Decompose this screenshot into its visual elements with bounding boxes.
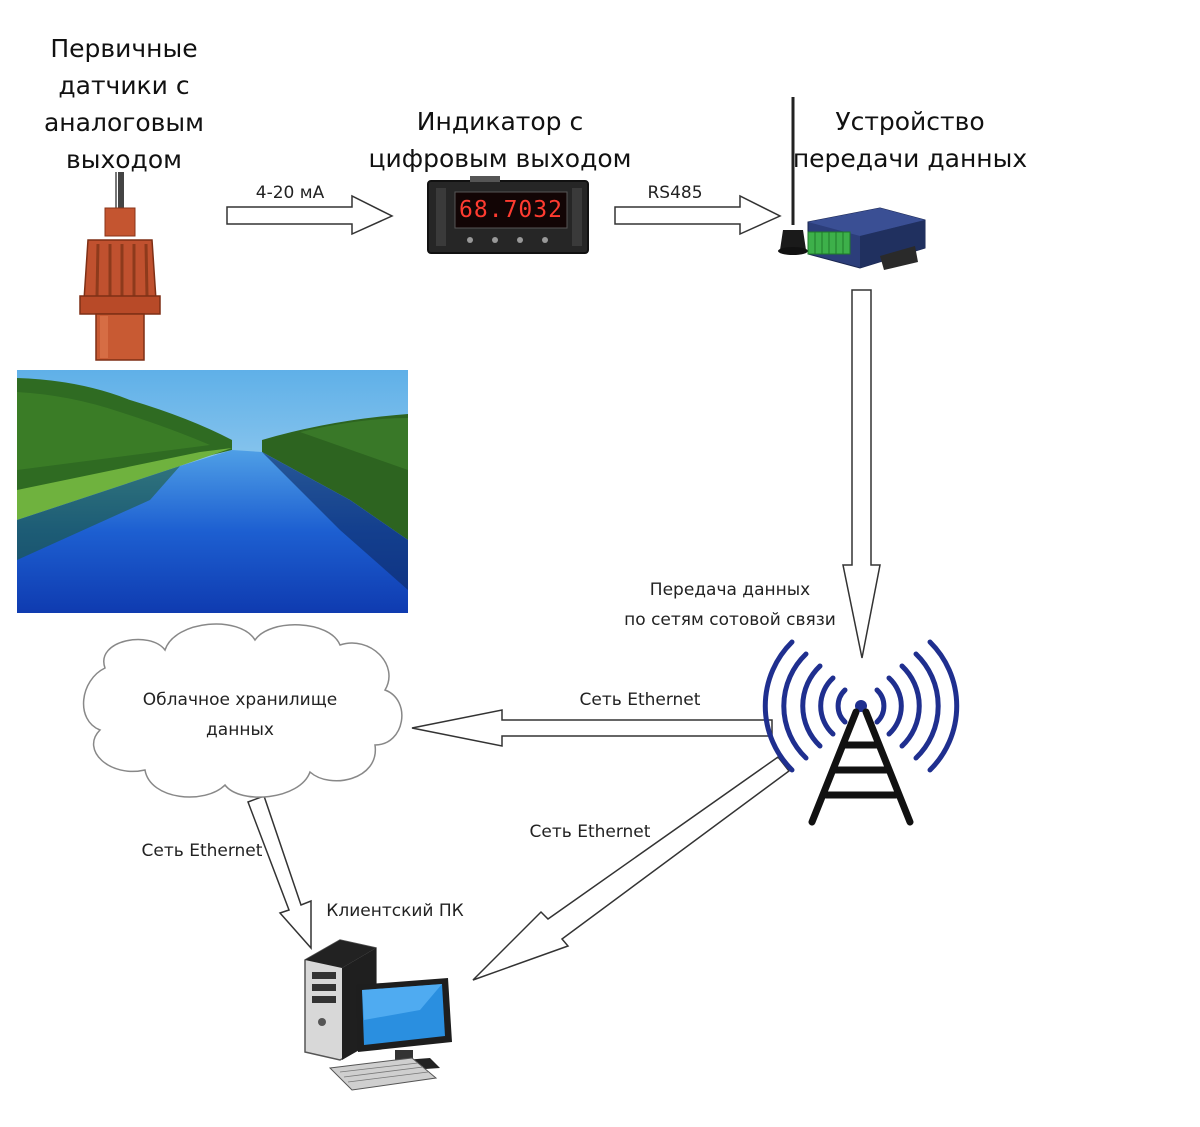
cellular-transfer-line2: по сетям сотовой связи xyxy=(624,610,836,630)
arrow-label-rs485: RS485 xyxy=(647,183,703,203)
sensor-title-line4: выходом xyxy=(65,145,182,174)
device-title-line1: Устройство xyxy=(835,107,985,136)
arrow-label-ethernet-cloud-pc: Сеть Ethernet xyxy=(141,841,263,861)
cloud-label: Облачное хранилище данных xyxy=(115,685,365,745)
sensor-title-line2: датчики с xyxy=(58,71,190,100)
arrow-sensor-to-indicator xyxy=(226,194,394,236)
arrow-label-ethernet-tower-cloud: Сеть Ethernet xyxy=(579,690,701,710)
cloud-label-line1: Облачное хранилище xyxy=(142,690,338,710)
indicator-title: Индикатор с цифровым выходом xyxy=(360,103,640,177)
cloud-label-line2: данных xyxy=(206,720,274,740)
arrow-label-ethernet-tower-pc: Сеть Ethernet xyxy=(529,822,651,842)
arrow-tower-to-pc xyxy=(472,755,791,981)
sensor-title-line1: Первичные xyxy=(50,34,198,63)
arrow-indicator-to-device xyxy=(614,194,782,236)
arrow-tower-to-cloud xyxy=(411,709,773,747)
indicator-title-line2: цифровым выходом xyxy=(368,144,632,173)
arrow-label-4-20ma: 4-20 мА xyxy=(255,183,325,203)
cellular-transfer-label: Передача данных по сетям сотовой связи xyxy=(600,575,860,635)
device-title-line2: передачи данных xyxy=(792,144,1028,173)
device-title: Устройство передачи данных xyxy=(790,103,1030,177)
indicator-display-readout: 68.7032 xyxy=(459,197,563,223)
arrow-cloud-to-pc xyxy=(247,795,312,950)
sensor-title: Первичные датчики с аналоговым выходом xyxy=(24,30,224,178)
client-pc-label: Клиентский ПК xyxy=(326,901,464,921)
sensor-title-line3: аналоговым xyxy=(43,108,205,137)
cellular-transfer-line1: Передача данных xyxy=(649,580,811,600)
indicator-title-line1: Индикатор с xyxy=(416,107,584,136)
arrow-device-to-tower xyxy=(842,289,881,659)
